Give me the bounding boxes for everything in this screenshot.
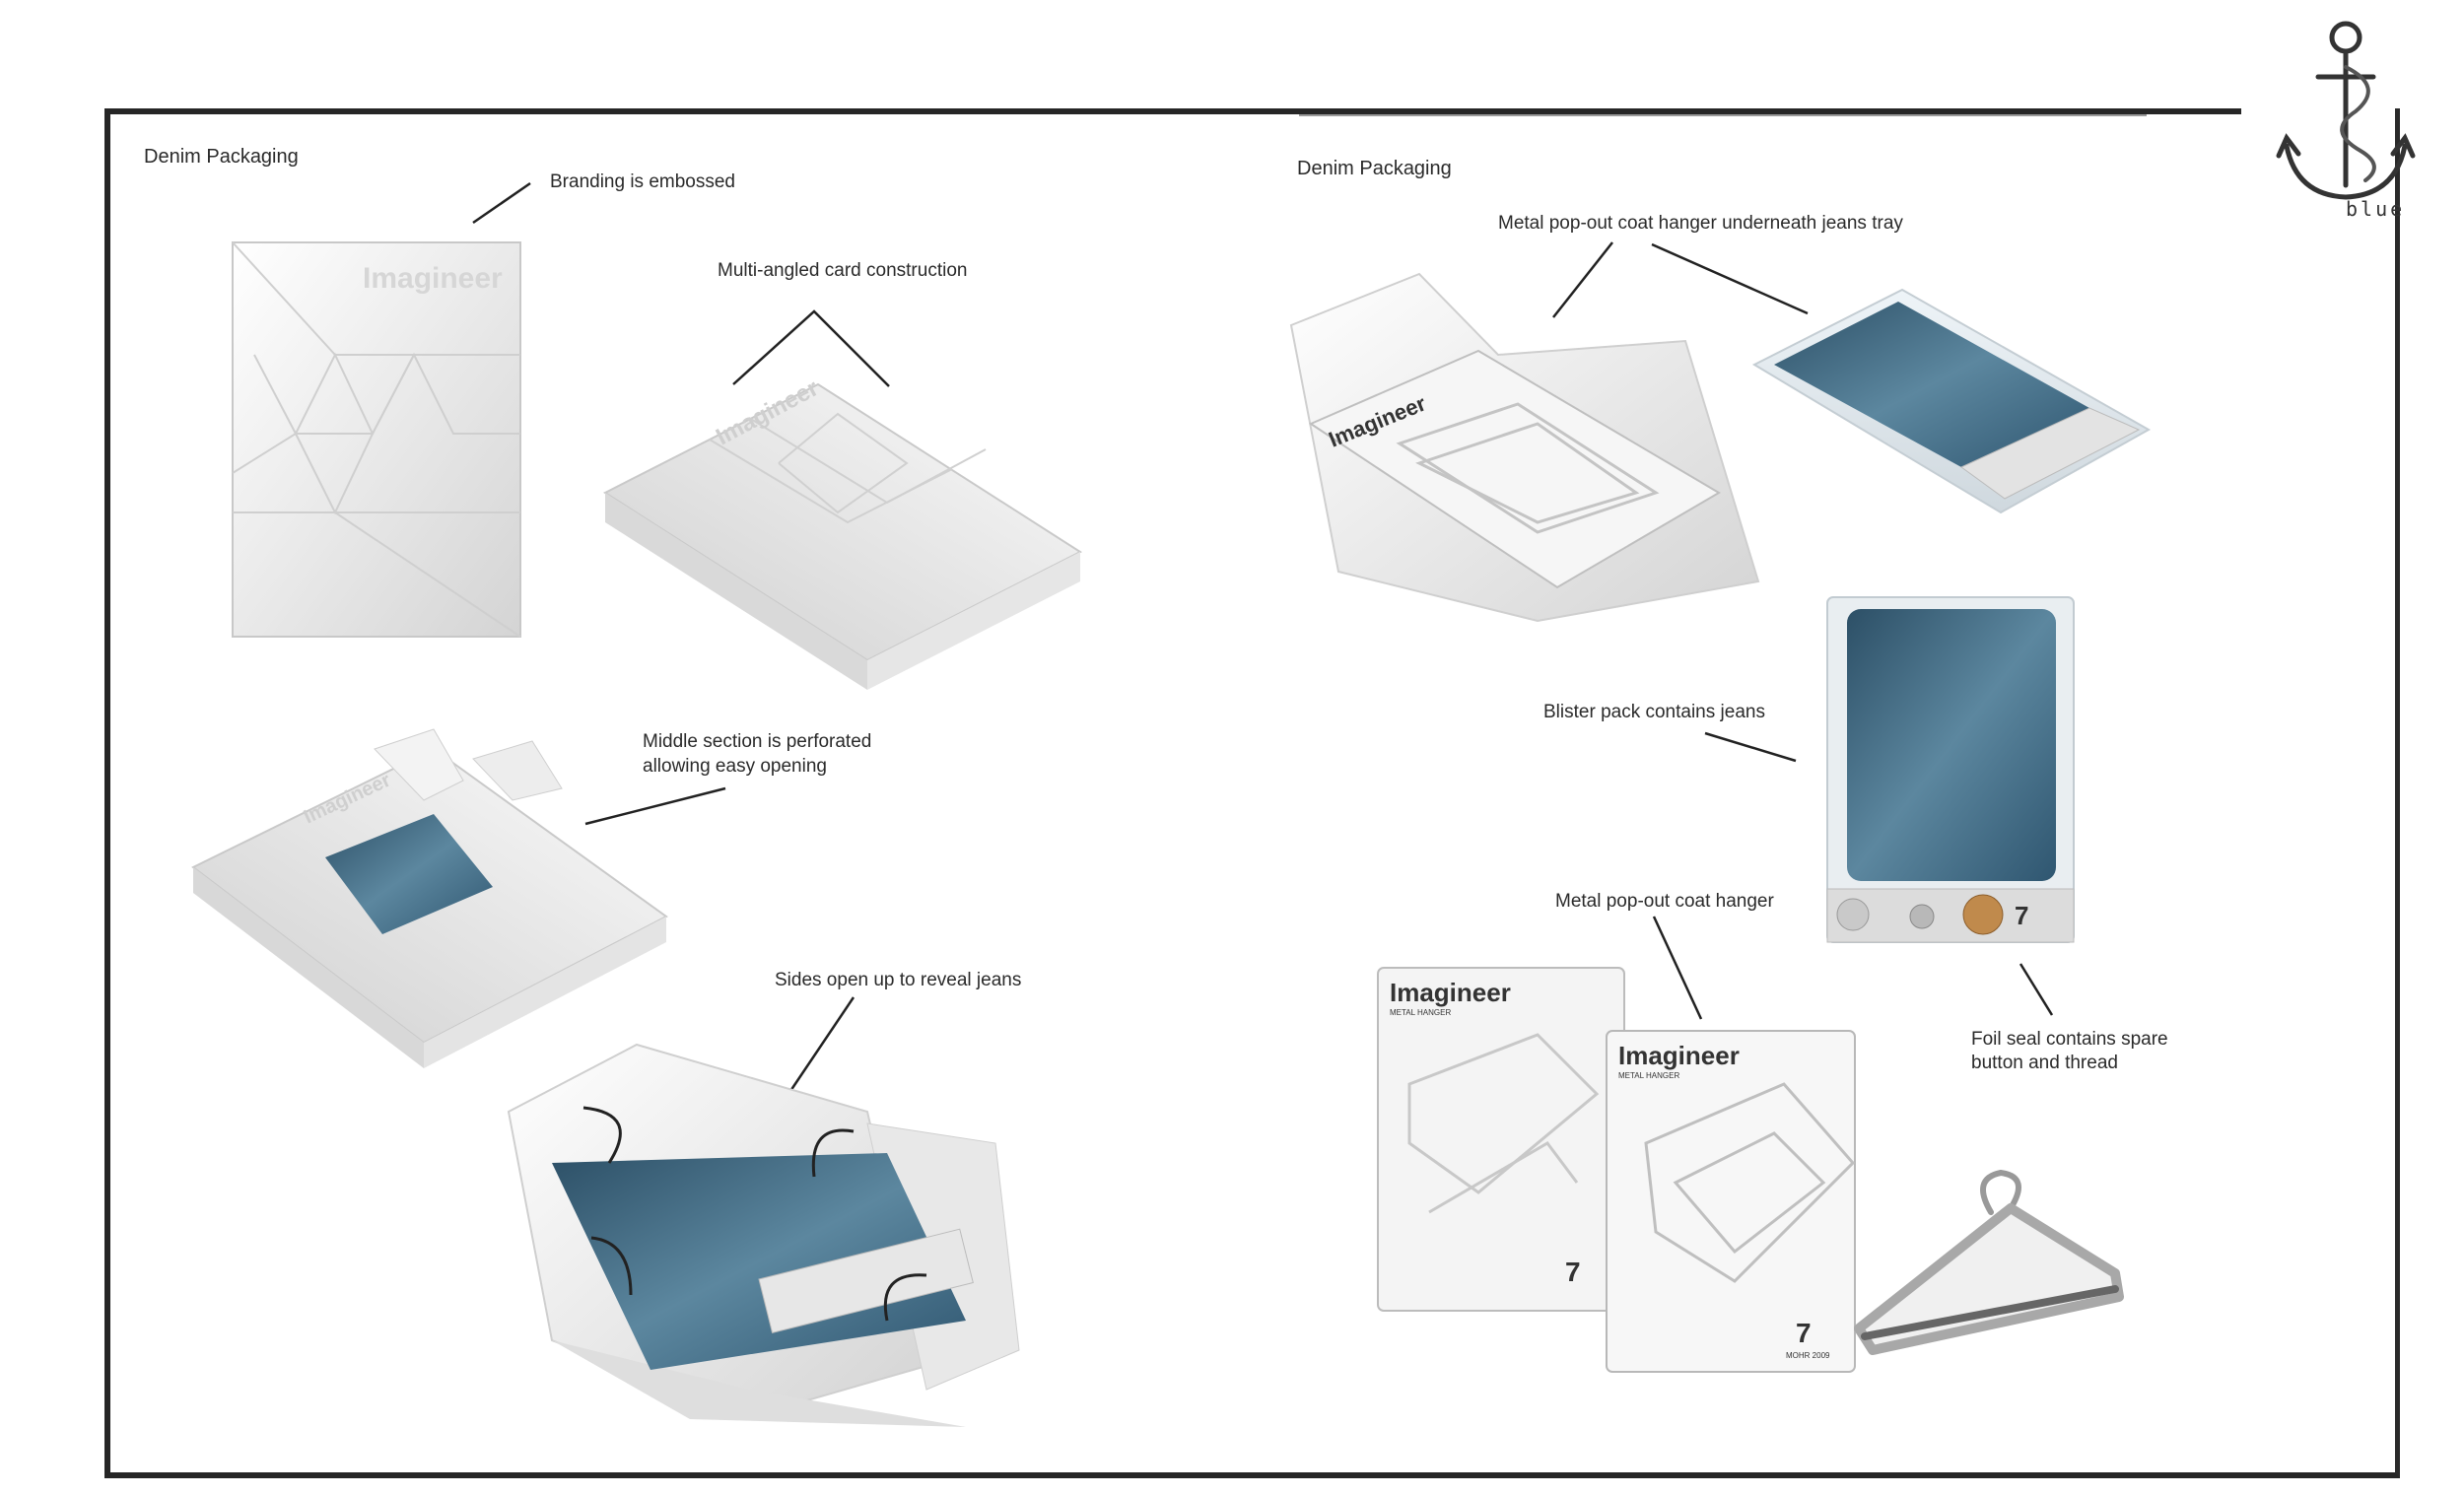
leader-lines bbox=[472, 181, 2054, 1101]
blister-pack: 7 bbox=[1826, 596, 2075, 943]
hanger-card-back-mark: 7 bbox=[1565, 1257, 1581, 1287]
left-section-title: Denim Packaging bbox=[144, 146, 299, 168]
boxed-card: Imagineer bbox=[602, 374, 1083, 690]
annotation-branding: Branding is embossed bbox=[550, 171, 735, 192]
hanger-card-back: Imagineer METAL HANGER 7 bbox=[1377, 967, 1625, 1312]
open-box bbox=[507, 1043, 1020, 1427]
jeans-tray bbox=[1751, 288, 2152, 514]
page-frame bbox=[104, 108, 2400, 1478]
assembled-hanger bbox=[1854, 1170, 2124, 1355]
hanger-card-front-mark: 7 bbox=[1796, 1318, 1812, 1348]
blister-mark: 7 bbox=[2015, 901, 2028, 930]
annotation-blister: Blister pack contains jeans bbox=[1543, 702, 1765, 722]
hanger-card-front: Imagineer METAL HANGER 7 MOHR 2009 bbox=[1606, 1030, 1856, 1373]
embossed-brand-flat: Imagineer bbox=[363, 262, 503, 295]
anchor-logo bbox=[2276, 21, 2416, 200]
annotation-popout-hanger: Metal pop-out coat hanger bbox=[1555, 891, 1774, 912]
annotation-sides-open: Sides open up to reveal jeans bbox=[775, 970, 1022, 990]
right-section-title: Denim Packaging bbox=[1297, 158, 1452, 179]
annotation-foil-1: Foil seal contains spare bbox=[1971, 1029, 2168, 1050]
perforated-box: Imagineer bbox=[191, 728, 668, 1068]
page-frame-top-shadow bbox=[1299, 114, 2147, 116]
hanger-card-front-brand: Imagineer bbox=[1618, 1041, 1740, 1070]
annotation-foil-2: button and thread bbox=[1971, 1053, 2118, 1073]
hanger-card-back-brand: Imagineer bbox=[1390, 978, 1511, 1007]
annotation-hanger-underneath: Metal pop-out coat hanger underneath jea… bbox=[1498, 213, 1903, 234]
logo-text: blue bbox=[2346, 197, 2406, 221]
hanger-card-front-footer: MOHR 2009 bbox=[1786, 1351, 1830, 1360]
flat-card: Imagineer bbox=[232, 241, 521, 638]
hanger-card-back-sub: METAL HANGER bbox=[1390, 1008, 1451, 1017]
annotation-multi-angled: Multi-angled card construction bbox=[718, 260, 968, 281]
hanger-card-front-sub: METAL HANGER bbox=[1618, 1071, 1679, 1080]
hanger-card-open: Imagineer bbox=[1289, 272, 1760, 623]
page-frame-top bbox=[104, 108, 2241, 114]
annotation-middle-section-2: allowing easy opening bbox=[643, 756, 827, 777]
annotation-middle-section-1: Middle section is perforated bbox=[643, 731, 872, 752]
